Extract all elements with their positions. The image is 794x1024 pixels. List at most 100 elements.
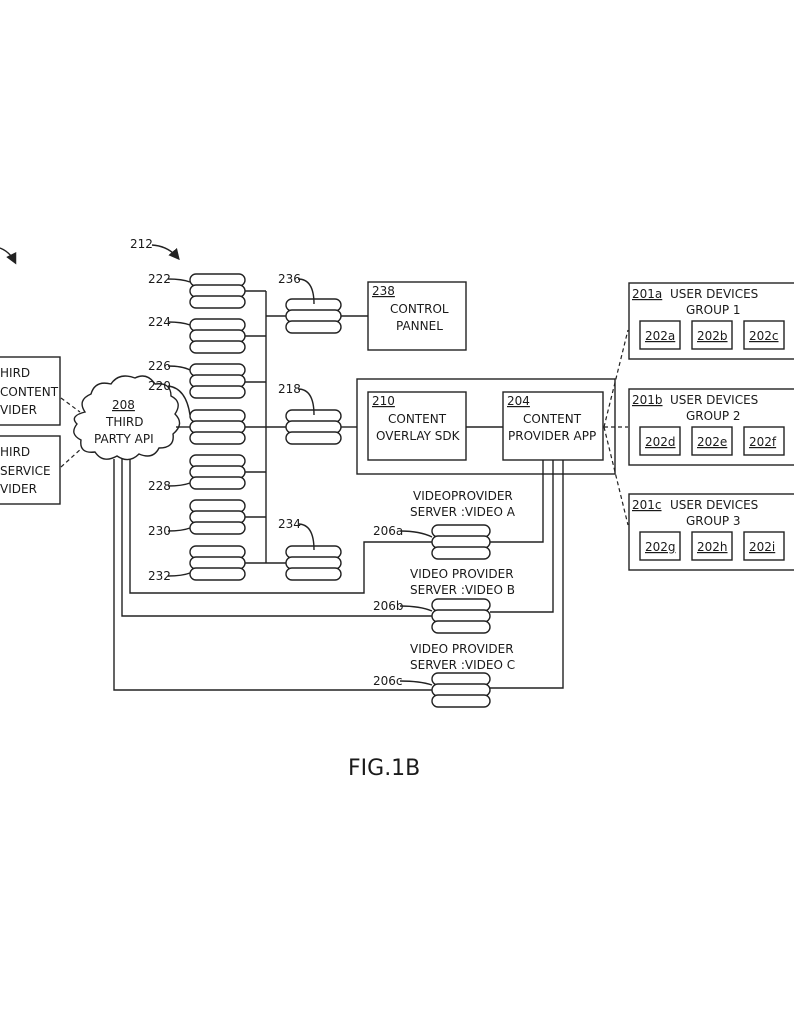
- db-226: [189, 363, 246, 399]
- db-232-disk: [189, 556, 246, 570]
- video-server-a-disk: [431, 524, 491, 538]
- content-overlay-sdk-box: 210 CONTENT OVERLAY SDK: [367, 391, 467, 461]
- video-server-a-label: VIDEOPROVIDER SERVER :VIDEO A 206a: [373, 489, 516, 538]
- api-line1: THIRD: [105, 415, 143, 429]
- control-panel-line1: CONTROL: [390, 302, 449, 316]
- device-label: 202a: [645, 329, 675, 343]
- db-234-label: 234: [278, 517, 301, 531]
- api-line2: PARTY API: [94, 432, 154, 446]
- db-220-disk: [189, 420, 246, 434]
- vsa-line2: SERVER :VIDEO A: [410, 505, 516, 519]
- db-236: [285, 298, 342, 334]
- db-230-disk: [189, 510, 246, 524]
- db-230-label: 230: [148, 524, 171, 538]
- video-server-b-disk: [431, 620, 491, 634]
- api-ref: 208: [112, 398, 135, 412]
- db-234-disk: [285, 556, 342, 570]
- db-224-disk: [189, 340, 246, 354]
- vsc-line2: SERVER :VIDEO C: [410, 658, 515, 672]
- vsb-line2: SERVER :VIDEO B: [410, 583, 515, 597]
- db-226-disk: [189, 363, 246, 377]
- tpsp-line1: HIRD: [0, 445, 30, 459]
- third-party-service-provider-box: HIRD SERVICE VIDER: [0, 435, 61, 505]
- group-ref: 201c: [632, 498, 662, 512]
- device-box: [639, 531, 681, 561]
- group-ref: 201a: [632, 287, 662, 301]
- db-224-disk: [189, 329, 246, 343]
- vsc-line1: VIDEO PROVIDER: [410, 642, 514, 656]
- dashed-link-group1: [603, 329, 629, 428]
- dashed-link-group3: [603, 426, 629, 526]
- db-234: [285, 545, 342, 581]
- device-label: 202c: [749, 329, 779, 343]
- device-label: 202i: [749, 540, 775, 554]
- video-server-b-disk: [431, 598, 491, 612]
- db-218-disk: [285, 420, 342, 434]
- db-228-disk: [189, 454, 246, 468]
- db-234-disk: [285, 567, 342, 581]
- db-220-label: 220: [148, 379, 171, 393]
- video-server-b-disk: [431, 609, 491, 623]
- figure-label: FIG.1B: [348, 756, 420, 781]
- group-name: GROUP 1: [686, 303, 741, 317]
- group-name: GROUP 3: [686, 514, 741, 528]
- db-228: [189, 454, 246, 490]
- db-226-disk: [189, 374, 246, 388]
- system-ref-arrow: [151, 244, 180, 261]
- db-222-label: 222: [148, 272, 171, 286]
- device-label: 202d: [645, 435, 676, 449]
- dashed-link-service: [60, 447, 83, 468]
- device-box: [743, 320, 785, 350]
- device-box: [639, 426, 681, 456]
- device-box: [743, 426, 785, 456]
- third-party-content-provider-box: HIRD CONTENT VIDER: [0, 356, 61, 426]
- sdk-line2: OVERLAY SDK: [376, 429, 461, 443]
- vsa-line1: VIDEOPROVIDER: [413, 489, 513, 503]
- sdk-line1: CONTENT: [388, 412, 447, 426]
- tpcp-line3: VIDER: [0, 403, 37, 417]
- db-232-disk: [189, 545, 246, 559]
- db-224-disk: [189, 318, 246, 332]
- tpsp-line2: SERVICE: [0, 464, 51, 478]
- db-222-disk: [189, 295, 246, 309]
- db-226-disk: [189, 385, 246, 399]
- db-230: [189, 499, 246, 535]
- video-server-c-label: VIDEO PROVIDER SERVER :VIDEO C 206c: [373, 642, 515, 688]
- db-224: [189, 318, 246, 354]
- device-label: 202h: [697, 540, 728, 554]
- group-title: USER DEVICES: [670, 393, 758, 407]
- app-ref: 204: [507, 394, 530, 408]
- system-ref-label: 212: [130, 237, 153, 251]
- vsc-ref: 206c: [373, 674, 403, 688]
- db-222-disk: [189, 273, 246, 287]
- db-228-label: 228: [148, 479, 171, 493]
- video-server-c-disk: [431, 672, 491, 686]
- video-server-b: [431, 598, 491, 634]
- control-panel-box: 238 CONTROL PANNEL: [367, 281, 467, 351]
- video-server-c: [431, 672, 491, 708]
- vsb-ref: 206b: [373, 599, 404, 613]
- control-panel-line2: PANNEL: [396, 319, 443, 333]
- group-name: GROUP 2: [686, 409, 741, 423]
- device-box: [743, 531, 785, 561]
- db-230-disk: [189, 499, 246, 513]
- db-232-disk: [189, 567, 246, 581]
- video-server-c-disk: [431, 694, 491, 708]
- db-222-disk: [189, 284, 246, 298]
- content-provider-app-box: 204 CONTENT PROVIDER APP: [502, 391, 604, 461]
- device-box: [639, 320, 681, 350]
- vsa-ref: 206a: [373, 524, 403, 538]
- group-title: USER DEVICES: [670, 287, 758, 301]
- db-236-disk: [285, 309, 342, 323]
- app-line1: CONTENT: [523, 412, 582, 426]
- db-232: [189, 545, 246, 581]
- db-236-label: 236: [278, 272, 301, 286]
- tpcp-line1: HIRD: [0, 366, 30, 380]
- device-label: 202e: [697, 435, 727, 449]
- db-222: [189, 273, 246, 309]
- device-box: [691, 320, 733, 350]
- control-panel-ref: 238: [372, 284, 395, 298]
- group-title: USER DEVICES: [670, 498, 758, 512]
